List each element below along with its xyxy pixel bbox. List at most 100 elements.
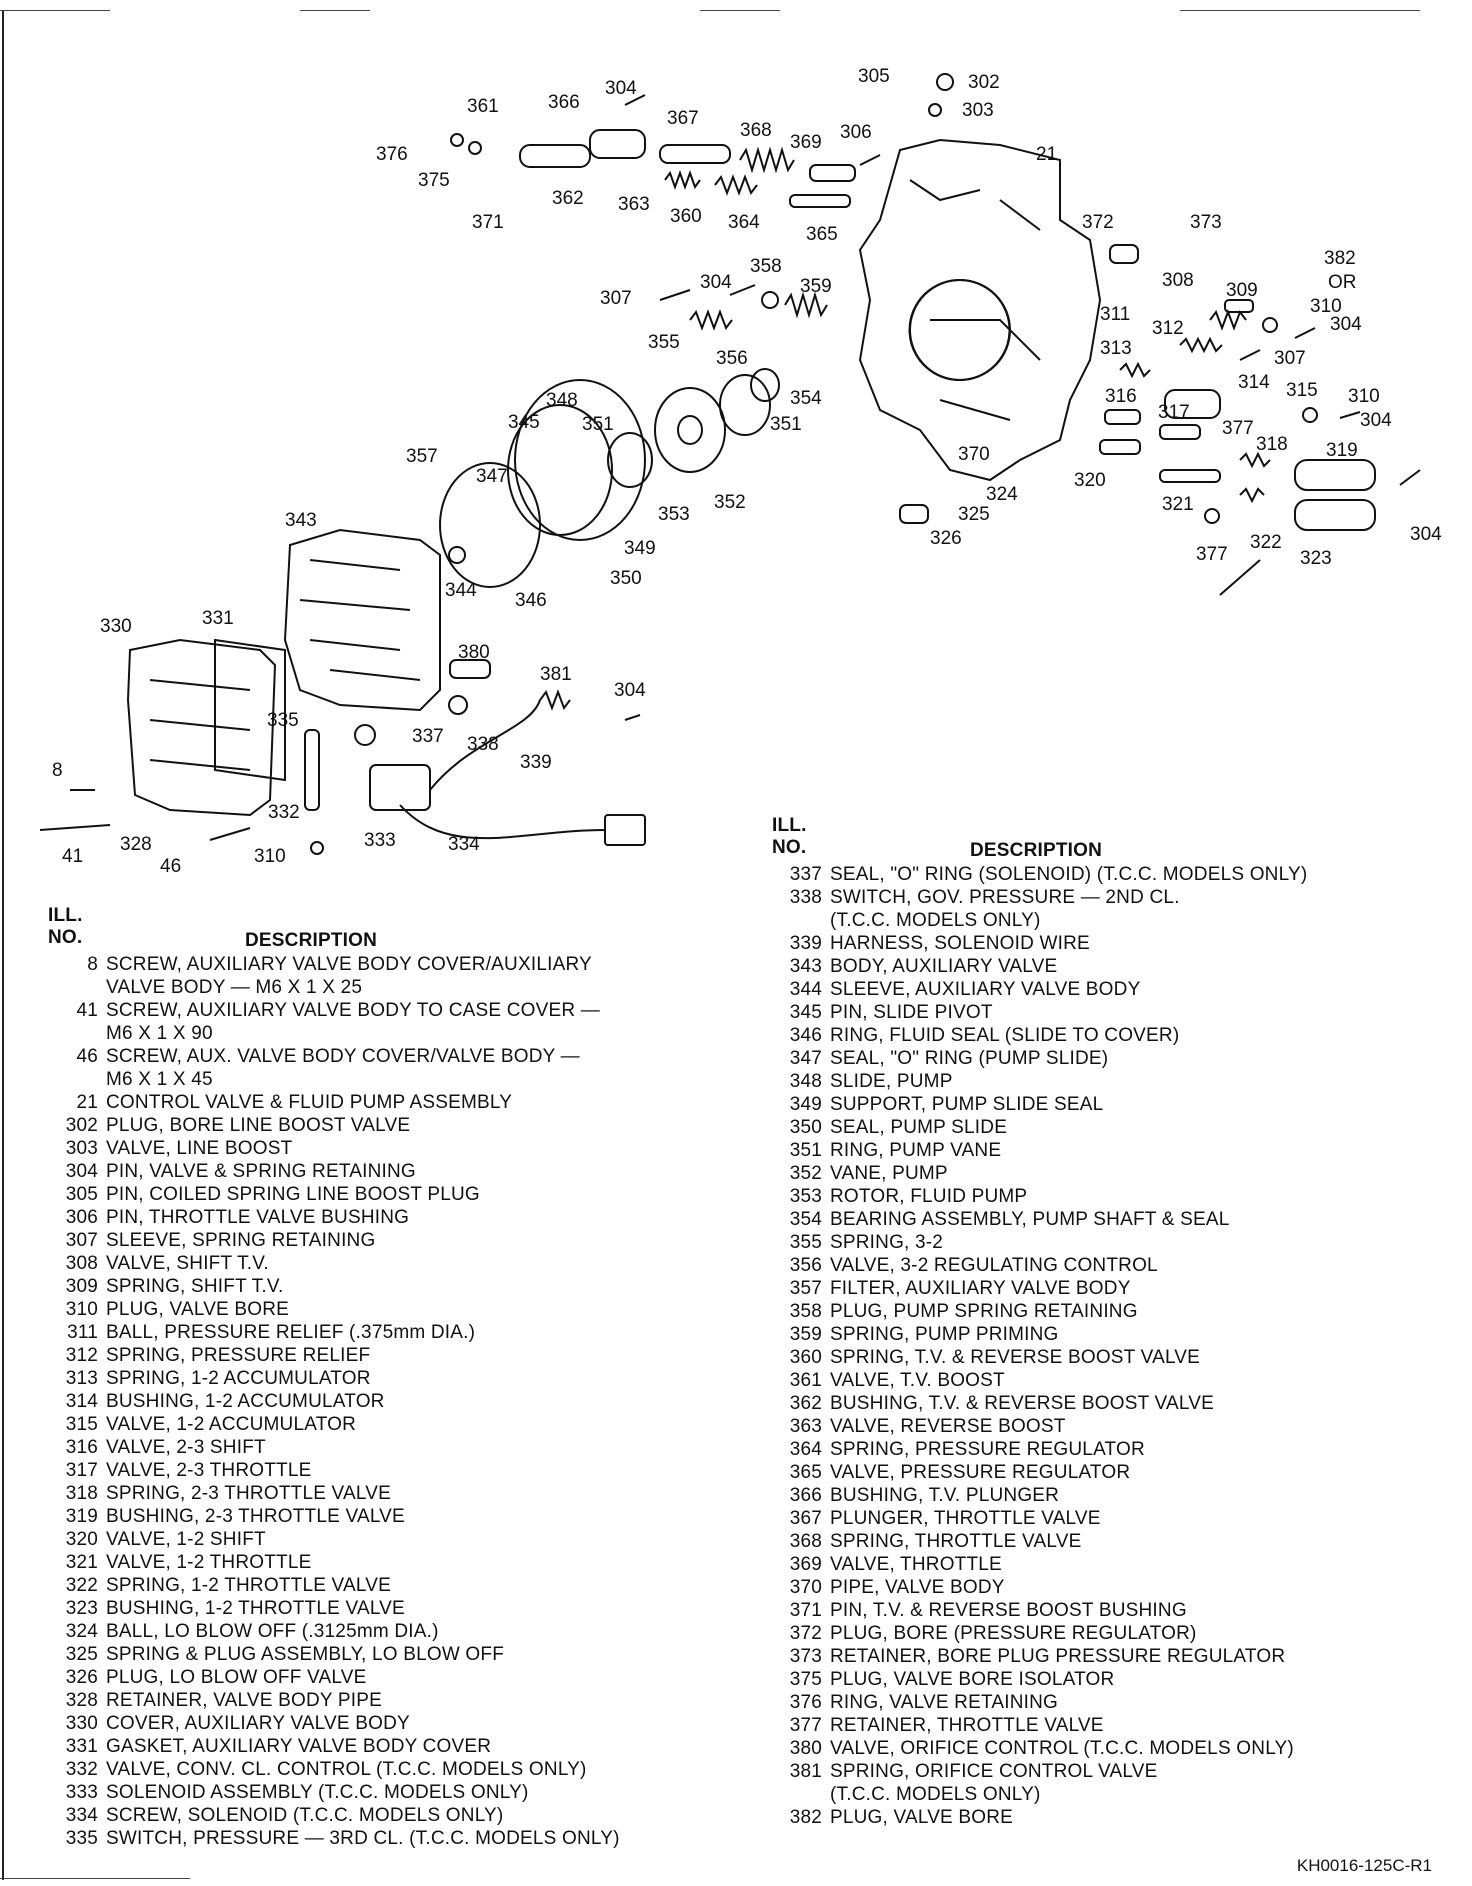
valve-317 (1159, 424, 1201, 440)
callout-339: 339 (520, 752, 552, 773)
callout-377: 377 (1222, 418, 1254, 439)
part-number: 317 (65, 1460, 98, 1481)
plug-310b (1302, 407, 1318, 423)
callout-376: 376 (376, 144, 408, 165)
spring-322 (1239, 487, 1265, 504)
part-number: 320 (65, 1529, 98, 1550)
part-drawings (39, 73, 1421, 855)
rotor-353 (654, 387, 726, 473)
part-description: SPRING, THROTTLE VALVE (830, 1531, 1082, 1552)
callout-380: 380 (458, 642, 490, 663)
part-description: SPRING, 1-2 THROTTLE VALVE (106, 1575, 391, 1596)
valve-303 (928, 103, 942, 117)
part-description: RETAINER, VALVE BODY PIPE (106, 1690, 383, 1711)
part-number: 333 (65, 1782, 98, 1803)
callout-331: 331 (202, 608, 234, 629)
seal-ring-347 (439, 462, 541, 588)
spring-381 (539, 689, 571, 711)
top-rule (300, 10, 370, 11)
part-description: SUPPORT, PUMP SLIDE SEAL (830, 1094, 1104, 1115)
valve-308 (1224, 299, 1254, 313)
part-description: GASKET, AUXILIARY VALVE BODY COVER (106, 1736, 492, 1757)
part-number: 46 (76, 1046, 98, 1067)
part-description: RING, PUMP VANE (830, 1140, 1002, 1161)
part-description: VALVE, LINE BOOST (106, 1138, 293, 1159)
part-description: SPRING, 1-2 ACCUMULATOR (106, 1368, 371, 1389)
sleeve-344 (448, 546, 466, 564)
part-number: 307 (65, 1230, 98, 1251)
plug-302 (936, 73, 954, 91)
spring-368 (739, 146, 795, 174)
pin-306 (859, 154, 881, 166)
part-description: VALVE, 1-2 THROTTLE (106, 1552, 312, 1573)
part-number: 371 (789, 1600, 822, 1621)
pump-slide-inner (507, 404, 613, 536)
plunger-367 (659, 144, 731, 164)
table-row: 313 SPRING, 1-2 ACCUMULATOR (48, 1367, 728, 1390)
part-number: 41 (76, 1000, 98, 1021)
callout-310c: 310 (254, 846, 286, 867)
part-description: VALVE, CONV. CL. CONTROL (T.C.C. MODELS … (106, 1759, 587, 1780)
callout-357: 357 (406, 446, 438, 467)
part-description: COVER, AUXILIARY VALVE BODY (106, 1713, 410, 1734)
part-number: 313 (65, 1368, 98, 1389)
callout-377b: 377 (1196, 544, 1228, 565)
part-number: 366 (789, 1485, 822, 1506)
callout-325: 325 (958, 504, 990, 525)
callout-304: 304 (1330, 314, 1362, 335)
part-description: SPRING, PRESSURE RELIEF (106, 1345, 371, 1366)
callout-345: 345 (508, 412, 540, 433)
part-description: PIN, VALVE & SPRING RETAINING (106, 1161, 416, 1182)
part-description: VALVE, 1-2 SHIFT (106, 1529, 266, 1550)
switch-335 (354, 724, 376, 746)
header-description: DESCRIPTION (970, 840, 1103, 861)
part-number: 377 (789, 1715, 822, 1736)
part-number: 316 (65, 1437, 98, 1458)
pin-304e (1399, 469, 1421, 486)
part-number: 356 (789, 1255, 822, 1276)
part-number: 359 (789, 1324, 822, 1345)
bushing-366 (589, 129, 646, 159)
part-number: 338 (789, 887, 822, 908)
callout-370: 370 (958, 444, 990, 465)
part-number: 358 (789, 1301, 822, 1322)
valve-361 (468, 141, 482, 155)
part-description: PIN, COILED SPRING LINE BOOST PLUG (106, 1184, 480, 1205)
part-number: 349 (789, 1094, 822, 1115)
part-description: BUSHING, T.V. PLUNGER (830, 1485, 1060, 1506)
part-number: 365 (789, 1462, 822, 1483)
table-row: 41 SCREW, AUXILIARY VALVE BODY TO CASE CO… (48, 999, 728, 1045)
part-number: 345 (789, 1002, 822, 1023)
screw-41 (39, 824, 111, 831)
plug-310c (310, 841, 324, 855)
table-row: 349 SUPPORT, PUMP SLIDE SEAL (772, 1093, 1462, 1116)
callout-366: 366 (548, 92, 580, 113)
part-number: 347 (789, 1048, 822, 1069)
part-description: ROTOR, FLUID PUMP (830, 1186, 1028, 1207)
callout-or: OR (1328, 272, 1357, 293)
spring-359 (784, 291, 828, 319)
callout-312: 312 (1152, 318, 1184, 339)
callout-364: 364 (728, 212, 760, 233)
callout-322: 322 (1250, 532, 1282, 553)
callout-352: 352 (714, 492, 746, 513)
callout-318: 318 (1256, 434, 1288, 455)
valve-369 (809, 164, 856, 182)
bearing-354 (750, 368, 780, 402)
part-description: SCREW, AUXILIARY VALVE BODY TO CASE COVE… (106, 1000, 600, 1044)
callout-333: 333 (364, 830, 396, 851)
